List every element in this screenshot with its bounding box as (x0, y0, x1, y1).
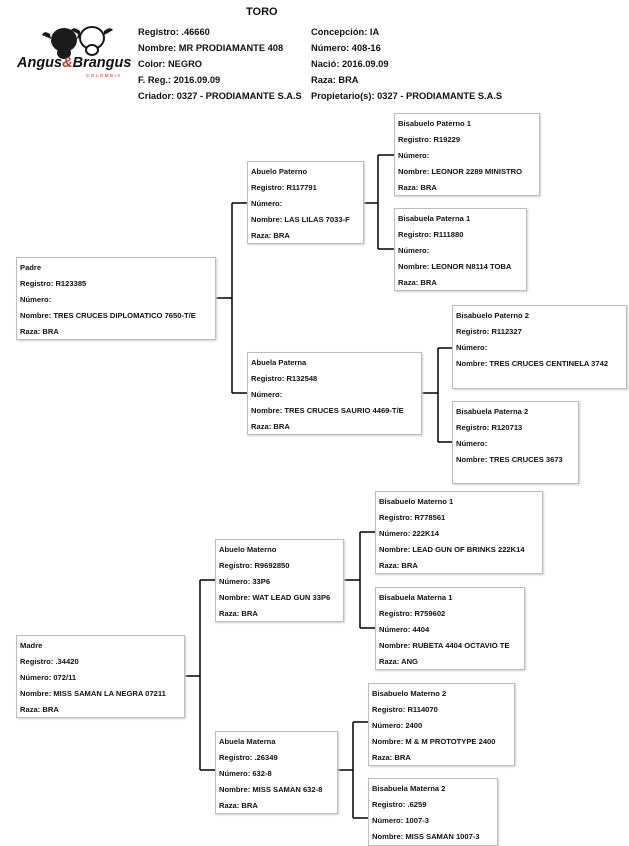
card-registro: Registro: .6259 (372, 800, 427, 809)
card-raza: Raza: BRA (20, 705, 59, 714)
card-title: Abuela Paterna (251, 358, 307, 367)
info-propietario: Propietario(s): 0327 - PRODIAMANTE S.A.S (311, 91, 503, 101)
card-nombre: Nombre: WAT LEAD GUN 33P6 (219, 593, 331, 602)
card-registro: Registro: R114070 (372, 705, 438, 714)
card-registro: Registro: R111880 (398, 230, 464, 239)
info-nacio: Nació: 2016.09.09 (311, 59, 389, 69)
card-raza: Raza: BRA (372, 753, 411, 762)
card-title: Padre (20, 263, 42, 272)
info-criador: Criador: 0327 - PRODIAMANTE S.A.S (138, 91, 302, 101)
card-nombre: Nombre: RUBETA 4404 OCTAVIO TE (379, 641, 510, 650)
maternal-great-granddam-2-card: Bisabuela Materna 2 Registro: .6259 Núme… (368, 778, 498, 846)
card-title: Abuelo Materno (219, 545, 277, 554)
card-registro: Registro: R117791 (251, 183, 317, 192)
card-numero: Número: 632-8 (219, 769, 272, 778)
dam-card: Madre Registro: .34420 Número: 072/11 No… (16, 635, 185, 718)
info-raza: Raza: BRA (311, 75, 359, 85)
card-raza: Raza: BRA (398, 183, 437, 192)
card-raza: Raza: BRA (251, 422, 290, 431)
card-registro: Registro: R132548 (251, 374, 318, 383)
card-nombre: Nombre: LEONOR 2289 MINISTRO (398, 167, 523, 176)
card-registro: Registro: R112327 (456, 327, 522, 336)
maternal-grandsire-card: Abuelo Materno Registro: R9692850 Número… (215, 539, 344, 622)
animal-info-right: Concepción: IA Número: 408-16 Nació: 201… (311, 24, 502, 104)
paternal-great-granddam-2-card: Bisabuela Paterna 2 Registro: R120713 Nú… (452, 401, 579, 484)
logo-text: Angus&Brangus (16, 55, 131, 71)
card-nombre: Nombre: TRES CRUCES CENTINELA 3742 (456, 359, 609, 368)
card-numero: Número: (20, 295, 52, 304)
card-title: Bisabuelo Materno 1 (379, 497, 454, 506)
info-concepcion: Concepción: IA (311, 27, 380, 37)
info-fecha-registro: F. Reg.: 2016.09.09 (138, 75, 221, 85)
card-registro: Registro: .26349 (219, 753, 278, 762)
card-registro: Registro: R778561 (379, 513, 446, 522)
paternal-great-granddam-1-card: Bisabuela Paterna 1 Registro: R111880 Nú… (394, 208, 527, 291)
card-numero: Número: (456, 439, 488, 448)
card-nombre: Nombre: MISS SAMAN 1007-3 (372, 832, 480, 841)
page-title: TORO (246, 6, 278, 18)
card-registro: Registro: R9692850 (219, 561, 290, 570)
card-numero: Número: (398, 246, 430, 255)
card-title: Abuela Materna (219, 737, 276, 746)
paternal-granddam-card: Abuela Paterna Registro: R132548 Número:… (247, 352, 422, 435)
maternal-great-grandsire-1-card: Bisabuelo Materno 1 Registro: R778561 Nú… (375, 491, 543, 574)
card-numero: Número: (398, 151, 430, 160)
card-numero: Número: 2400 (372, 721, 423, 730)
card-nombre: Nombre: MISS SAMAN LA NEGRA 07211 (20, 689, 166, 698)
card-registro: Registro: R123385 (20, 279, 87, 288)
card-raza: Raza: BRA (379, 561, 418, 570)
logo-country: COLOMBIA (86, 73, 122, 78)
card-nombre: Nombre: TRES CRUCES 3673 (456, 455, 563, 464)
card-raza: Raza: BRA (398, 278, 437, 287)
card-numero: Número: 1007-3 (372, 816, 429, 825)
paternal-great-grandsire-2-card: Bisabuelo Paterno 2 Registro: R112327 Nú… (452, 305, 627, 389)
card-nombre: Nombre: M & M PROTOTYPE 2400 (372, 737, 496, 746)
card-title: Bisabuela Paterna 2 (456, 407, 529, 416)
card-raza: Raza: BRA (20, 327, 59, 336)
card-title: Bisabuela Materna 1 (379, 593, 453, 602)
animal-info-left: Registro: .46660 Nombre: MR PRODIAMANTE … (138, 24, 302, 104)
card-title: Abuelo Paterno (251, 167, 308, 176)
card-nombre: Nombre: TRES CRUCES DIPLOMATICO 7650-T/E (20, 311, 196, 320)
card-numero: Número: 4404 (379, 625, 430, 634)
card-numero: Número: 072/11 (20, 673, 77, 682)
card-title: Bisabuelo Paterno 1 (398, 119, 472, 128)
card-title: Madre (20, 641, 43, 650)
maternal-great-grandsire-2-card: Bisabuelo Materno 2 Registro: R114070 Nú… (368, 683, 515, 766)
card-registro: Registro: R759602 (379, 609, 446, 618)
card-numero: Número: (251, 390, 283, 399)
card-raza: Raza: BRA (219, 609, 258, 618)
info-color: Color: NEGRO (138, 59, 203, 69)
card-title: Bisabuelo Paterno 2 (456, 311, 530, 320)
paternal-grandsire-card: Abuelo Paterno Registro: R117791 Número:… (247, 161, 364, 244)
card-nombre: Nombre: LEONOR N8114 TOBA (398, 262, 512, 271)
card-title: Bisabuela Paterna 1 (398, 214, 471, 223)
info-numero: Número: 408-16 (311, 43, 381, 53)
card-numero: Número: 33P6 (219, 577, 271, 586)
card-registro: Registro: .34420 (20, 657, 79, 666)
angus-brangus-logo: Angus&Brangus COLOMBIA (16, 26, 131, 78)
paternal-great-grandsire-1-card: Bisabuelo Paterno 1 Registro: R19229 Núm… (394, 113, 540, 196)
cattle-heads-icon (42, 26, 113, 59)
card-nombre: Nombre: TRES CRUCES SAURIO 4469-T/E (251, 406, 404, 415)
card-nombre: Nombre: MISS SAMAN 632-8 (219, 785, 323, 794)
info-registro: Registro: .46660 (138, 27, 210, 37)
info-nombre: Nombre: MR PRODIAMANTE 408 (138, 43, 284, 53)
card-raza: Raza: BRA (219, 801, 258, 810)
card-nombre: Nombre: LEAD GUN OF BRINKS 222K14 (379, 545, 525, 554)
card-title: Bisabuelo Materno 2 (372, 689, 447, 698)
card-numero: Número: (251, 199, 283, 208)
card-raza: Raza: BRA (251, 231, 290, 240)
sire-card: Padre Registro: R123385 Número: Nombre: … (16, 257, 216, 340)
card-raza: Raza: ANG (379, 657, 418, 666)
card-registro: Registro: R19229 (398, 135, 461, 144)
maternal-great-granddam-1-card: Bisabuela Materna 1 Registro: R759602 Nú… (375, 587, 525, 670)
card-numero: Número: (456, 343, 488, 352)
card-registro: Registro: R120713 (456, 423, 523, 432)
card-nombre: Nombre: LAS LILAS 7033-F (251, 215, 350, 224)
maternal-granddam-card: Abuela Materna Registro: .26349 Número: … (215, 731, 338, 814)
card-title: Bisabuela Materna 2 (372, 784, 446, 793)
card-numero: Número: 222K14 (379, 529, 439, 538)
